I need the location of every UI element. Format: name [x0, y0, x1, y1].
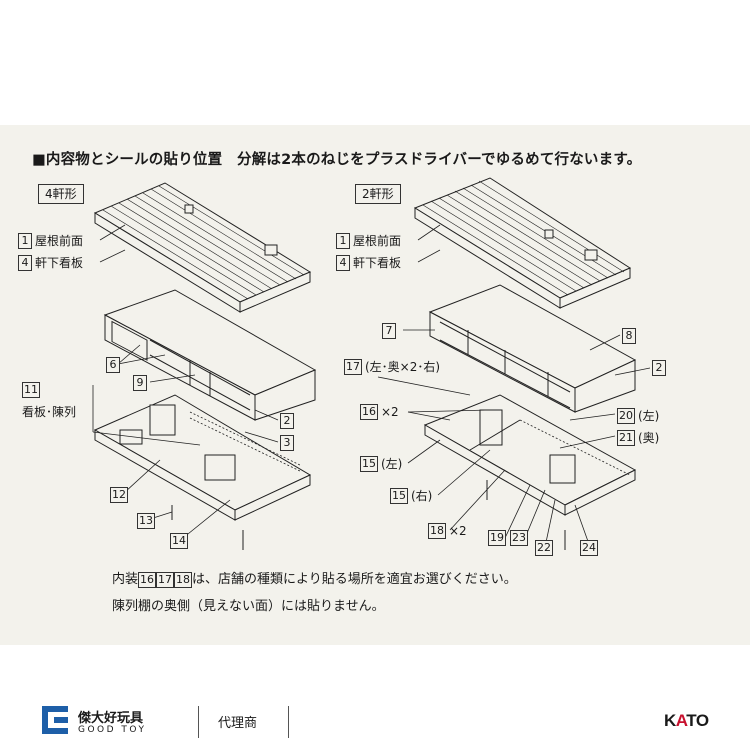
callout-left-6: 6	[106, 357, 123, 373]
callout-right-19: 19	[488, 530, 506, 546]
agent-label: 代理商	[218, 716, 258, 731]
callout-left-9: 9	[133, 375, 150, 391]
callout-left-11: 11	[22, 382, 40, 398]
callout-right-22: 22	[535, 540, 553, 556]
right-building-drawing	[428, 284, 637, 413]
brand-name: 傑大好玩具	[78, 711, 144, 726]
footer-bar	[0, 645, 750, 750]
callout-right-15-left: 15(左)	[360, 455, 403, 472]
left-base-drawing	[93, 394, 312, 550]
page-title: ■内容物とシールの貼り位置 分解は2本のねじをプラスドライバーでゆるめて行ないま…	[32, 152, 642, 168]
brand-tagline: GOOD TOY	[78, 725, 147, 735]
right-roof-drawing	[413, 177, 632, 360]
panel-label-2-units: 2軒形	[355, 184, 401, 204]
callout-left-2: 2	[280, 413, 297, 429]
footer-divider	[288, 706, 289, 738]
callout-right-2: 2	[652, 360, 669, 376]
footer-divider	[198, 706, 199, 738]
callout-right-20: 20(左)	[617, 407, 660, 424]
maker-logo: KATO	[664, 711, 709, 730]
callout-right-18: 18×2	[428, 523, 467, 539]
callout-right-8: 8	[622, 328, 639, 344]
callout-right-15-right: 15(右)	[390, 487, 433, 504]
callout-left-11-text: 看板･陳列	[22, 405, 77, 419]
note-shelf-back: 陳列棚の奥側（見えない面）には貼りません。	[112, 599, 385, 614]
callout-left-12: 12	[110, 487, 128, 503]
callout-right-21: 21(奥)	[617, 429, 660, 446]
callout-right-16: 16×2	[360, 404, 399, 420]
right-base-drawing	[423, 394, 637, 550]
panel-label-4-units: 4軒形	[38, 184, 84, 204]
callout-right-24: 24	[580, 540, 598, 556]
callout-right-7: 7	[382, 323, 399, 339]
callout-left-13: 13	[137, 513, 155, 529]
callout-right-23: 23	[510, 530, 528, 546]
callout-left-14: 14	[170, 533, 188, 549]
left-building-drawing	[103, 289, 317, 421]
callout-right-17: 17(左･奥×2･右)	[344, 358, 441, 375]
callout-left-3: 3	[280, 435, 297, 451]
leader-lines	[92, 224, 651, 548]
